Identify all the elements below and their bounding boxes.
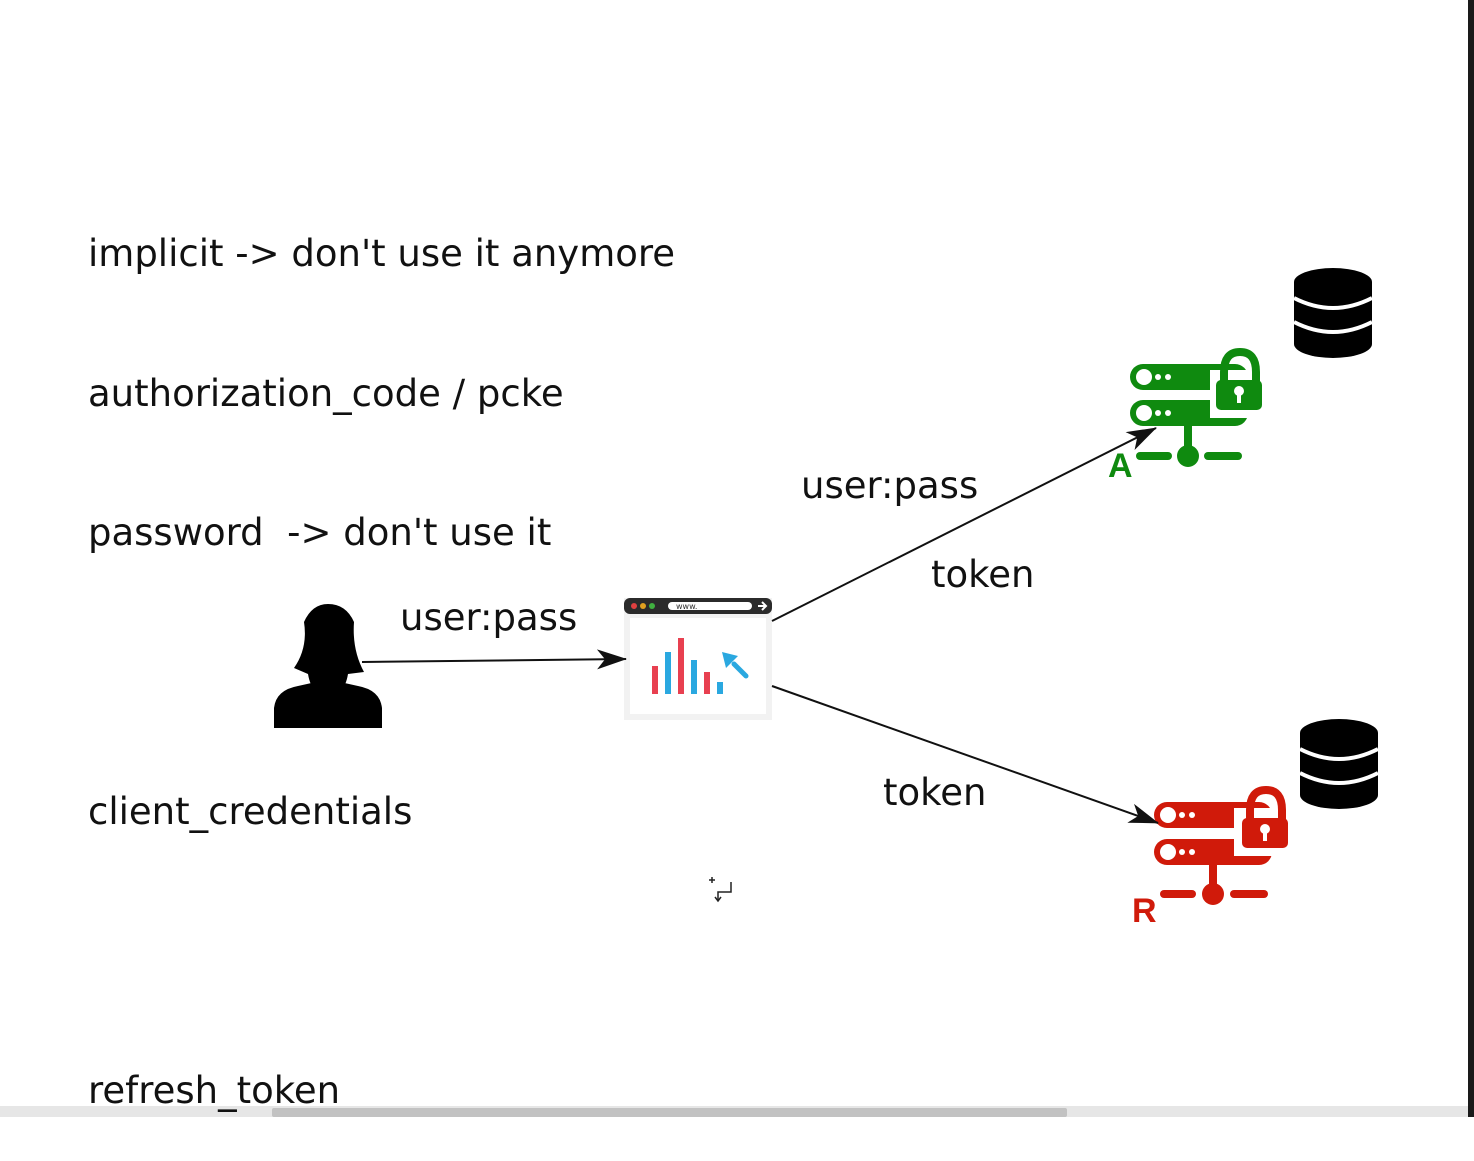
- horizontal-scrollbar-thumb[interactable]: [272, 1108, 1067, 1117]
- resource-server-letter: R: [1132, 892, 1157, 930]
- window-edge: [1468, 0, 1474, 1117]
- client-to-resource-arrow: [771, 685, 1159, 824]
- edge-label-client-to-auth: user:pass: [801, 464, 979, 507]
- user-to-client-arrow: [361, 649, 627, 670]
- resource-database-icon: [1299, 719, 1379, 809]
- browser-app-icon[interactable]: www.: [624, 598, 772, 720]
- auth-database-icon: [1293, 268, 1373, 358]
- cursor-icon: [709, 877, 732, 903]
- user-icon[interactable]: [274, 604, 382, 728]
- note-line: authorization_code / pcke: [88, 371, 564, 415]
- edge-label-resource-token: token: [883, 771, 987, 814]
- diagram-graphics: www. A: [274, 268, 1379, 930]
- note-line: client_credentials: [88, 790, 413, 833]
- diagram-canvas: [0, 0, 1468, 1106]
- resource-server-icon[interactable]: [1154, 785, 1294, 905]
- client-to-auth-arrow: [771, 427, 1157, 622]
- auth-server-letter: A: [1108, 447, 1133, 485]
- browser-url-text: www.: [676, 602, 697, 611]
- note-line: password -> don't use it: [88, 511, 552, 554]
- grant-types-notes: implicit -> don't use it anymore authori…: [88, 138, 675, 1161]
- authorization-server-icon[interactable]: [1130, 347, 1270, 467]
- note-line: implicit -> don't use it anymore: [88, 232, 676, 275]
- edge-label-auth-token: token: [931, 553, 1035, 596]
- edge-label-user-to-client: user:pass: [400, 596, 578, 639]
- note-line: refresh_token: [88, 1069, 341, 1112]
